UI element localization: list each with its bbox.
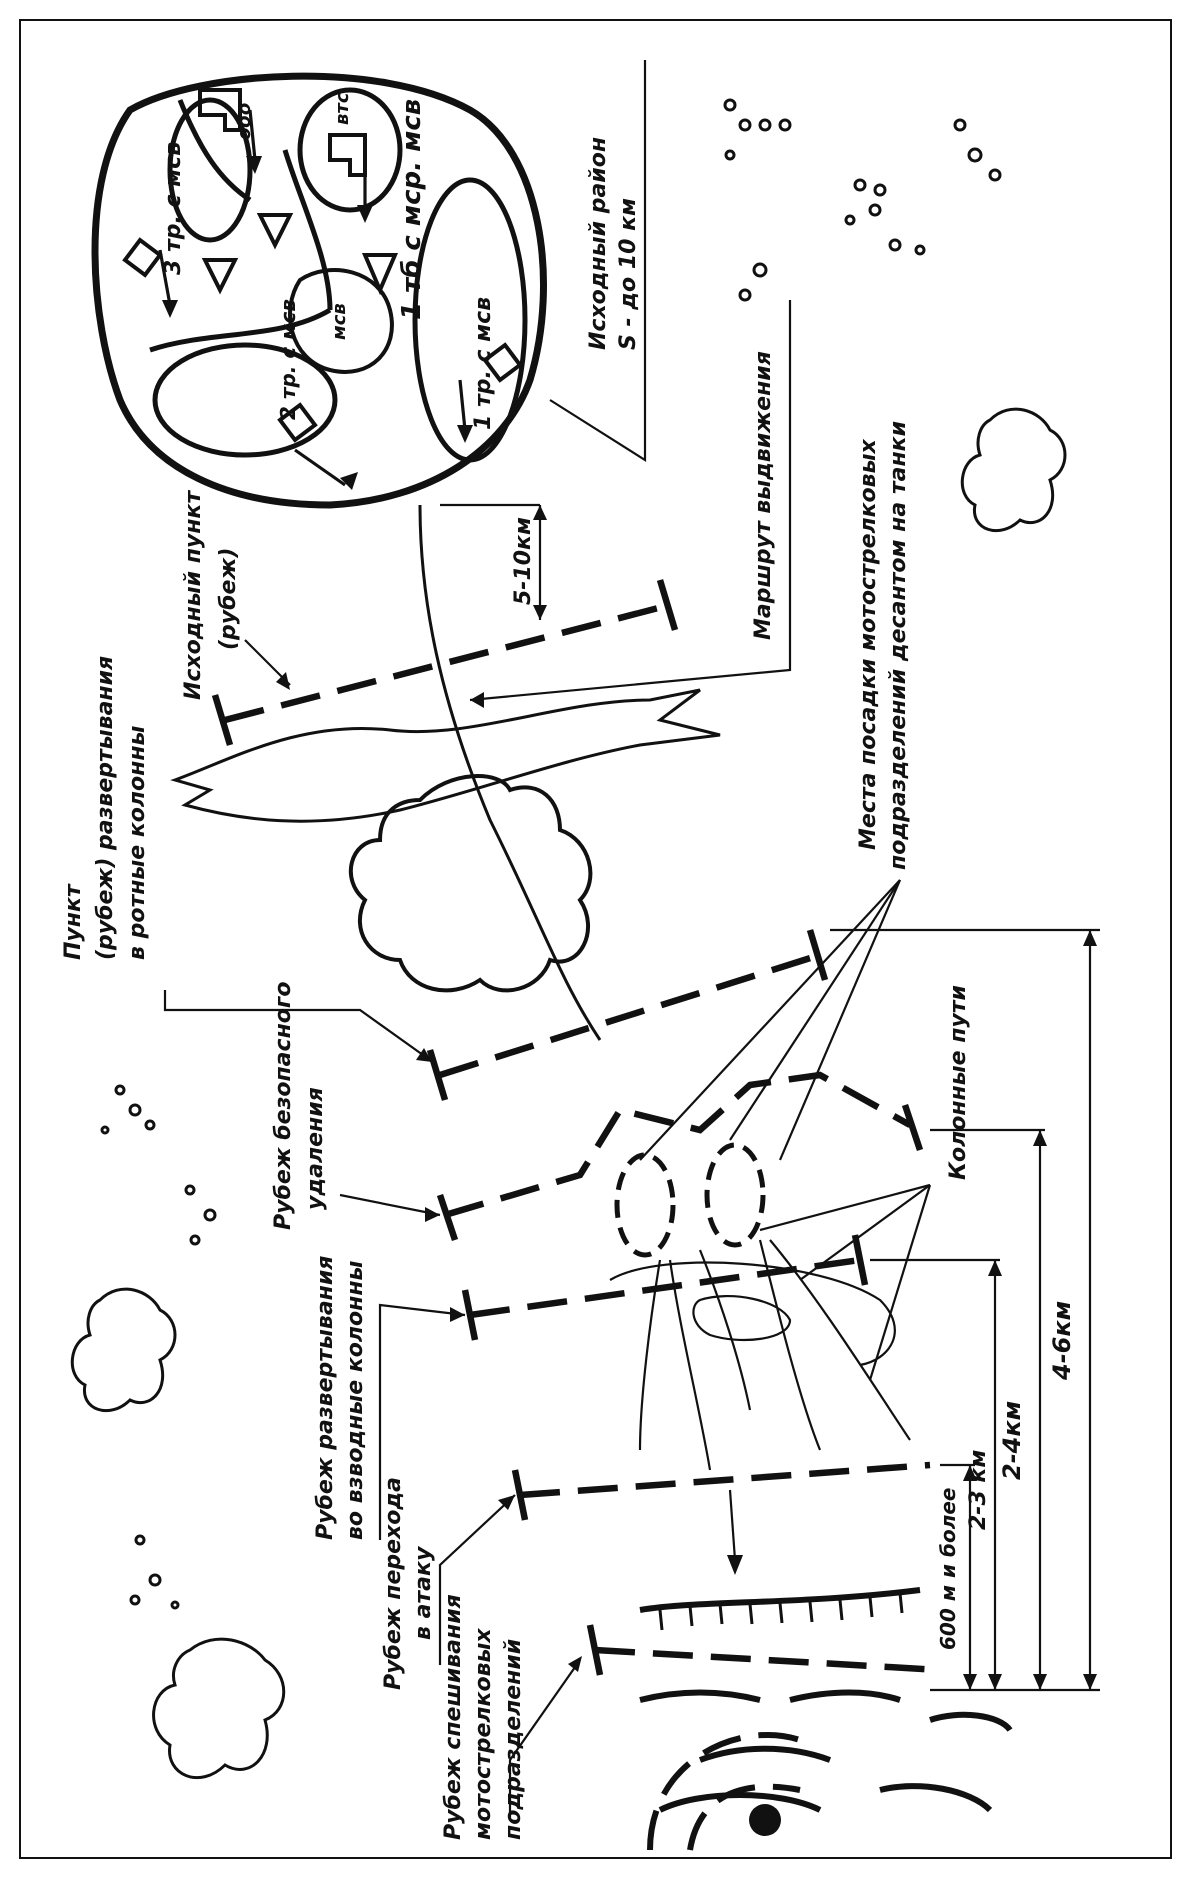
enemy-center-point — [749, 1804, 781, 1836]
unit-label-1tr: 1 тр. с мсв — [471, 297, 496, 430]
label-rubezh-bezop-2: удаления — [303, 1087, 328, 1210]
unit-label-1tb: 1 тб с мср. мсв — [397, 99, 427, 320]
trench-front — [639, 1587, 921, 1613]
assembly-area: 3 тр. с мсв обо втс 1 тб с мср. мсв мсв … — [91, 72, 547, 509]
label-punkt-razv-3: в ротные колонны — [125, 725, 150, 960]
label-kolonnye-puti: Колонные пути — [946, 985, 971, 1180]
label-rubezh-razv-vzv-1: Рубеж развертывания — [313, 1256, 338, 1540]
label-rubezh-perekhoda-1: Рубеж перехода — [381, 1477, 406, 1690]
mesta-posadki: Места посадки мотострелковых подразделен… — [639, 421, 911, 1161]
terrain-decor — [70, 98, 1067, 1780]
page-border — [19, 19, 1172, 1859]
dim-5-10km: 5-10км — [440, 503, 547, 620]
rubezh-bezop-line: Рубеж безопасного удаления — [271, 982, 924, 1258]
march-route: Маршрут выдвижения — [418, 300, 792, 1041]
rubezh-speshivaniya-line: Рубеж спешивания мотострелковых подразде… — [441, 1594, 941, 1840]
unit-label-2tr: 2 тр. с мсв — [276, 299, 300, 420]
forest-center — [348, 774, 593, 993]
label-rubezh-razv-vzv-2: во взводные колонны — [343, 1260, 368, 1540]
label-iskhodny-rayon-size: S - до 10 км — [616, 198, 641, 350]
label-d-4-6: 4-6км — [1048, 1301, 1076, 1381]
label-d-600: 600 м и более — [936, 1488, 960, 1650]
unit-label-3tr: 3 тр. с мсв — [161, 142, 186, 275]
iskhodny-punkt-line: Исходный пункт (рубеж) — [181, 490, 679, 746]
unit-label-vts: втс — [332, 92, 353, 125]
rubezh-razv-vzv-line: Рубеж развертывания во взводные колонны — [313, 1234, 869, 1540]
kolonnye-puti: Колонные пути — [609, 985, 971, 1471]
river — [170, 688, 721, 823]
enemy-positions — [639, 1689, 1013, 1851]
label-punkt-razv-2: (рубеж) развертывания — [93, 656, 118, 960]
label-mesta-posadki-1: Места посадки мотострелковых — [856, 439, 881, 850]
label-iskhodny-punkt-2: (рубеж) — [216, 548, 241, 650]
unit-label-mcv: мсв — [329, 303, 350, 340]
label-rubezh-bezop-1: Рубеж безопасного — [271, 982, 296, 1231]
punkt-razv-line: Пункт (рубеж) развертывания в ротные кол… — [61, 656, 829, 1101]
unit-label-obo: обо — [234, 103, 255, 140]
label-punkt-razv-1: Пункт — [61, 883, 86, 960]
right-dimensions: 4-6км 2-4км 2-3 км 600 м и более — [830, 928, 1100, 1692]
label-rubezh-speshivaniya-1: Рубеж спешивания — [441, 1594, 466, 1840]
label-mesta-posadki-2: подразделений десантом на танки — [886, 421, 911, 870]
label-d-2-4: 2-4км — [998, 1401, 1026, 1480]
label-d-5-10: 5-10км — [511, 517, 536, 605]
label-rubezh-speshivaniya-2: мотострелковых — [471, 1628, 496, 1840]
rubezh-perekhoda-line: Рубеж перехода в атаку — [381, 1461, 931, 1690]
label-rubezh-speshivaniya-3: подразделений — [501, 1639, 526, 1840]
label-iskhodny-punkt-1: Исходный пункт — [181, 490, 206, 700]
label-marshrut: Маршрут выдвижения — [751, 351, 776, 640]
label-rubezh-perekhoda-2: в атаку — [411, 1545, 436, 1640]
label-iskhodny-rayon: Исходный район — [586, 137, 611, 350]
